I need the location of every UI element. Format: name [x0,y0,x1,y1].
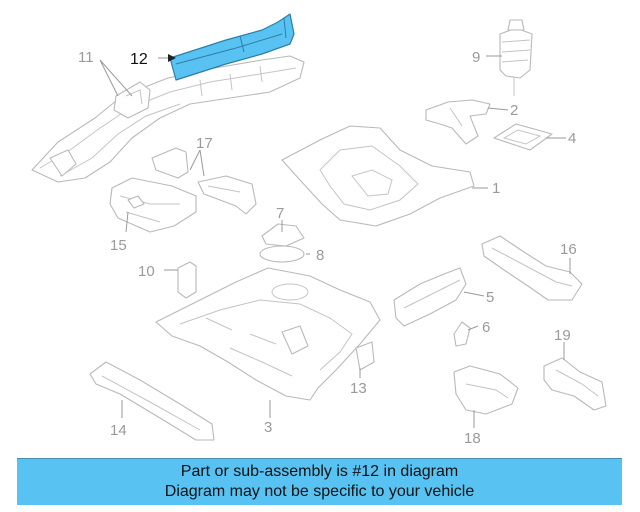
callout-5: 5 [486,289,494,306]
callout-15: 15 [110,237,127,254]
callout-7: 7 [276,205,284,222]
part-1-spare-tire-well [281,125,475,227]
part-16-rear-rail [481,235,583,301]
callout-12: 12 [130,51,148,68]
callout-10: 10 [138,263,155,280]
callout-9: 9 [472,49,480,66]
callout-16: 16 [560,241,577,258]
part-11-front-rail [31,55,305,183]
callout-8: 8 [316,247,324,264]
callout-14: 14 [110,422,127,439]
callout-1: 1 [492,180,500,197]
part-5-rail [393,267,467,327]
callout-6: 6 [482,319,490,336]
part-8-plug [259,245,305,263]
banner-line-2: Diagram may not be specific to your vehi… [164,483,475,500]
part-14-crossmember [89,361,215,441]
callout-18: 18 [464,430,481,447]
callout-4: 4 [568,130,576,147]
part-12-rail-highlighted [169,13,295,81]
part-10-bracket [177,261,197,299]
callout-11: 11 [78,49,94,66]
part-15-seat-bracket [109,177,197,233]
part-13-plate [355,341,375,371]
part-2-bracket [425,99,491,145]
leader-lines [99,54,571,428]
part-18-shield [453,365,519,415]
banner-line-1: Part or sub-assembly is #12 in diagram [180,463,459,480]
part-7-seal [261,223,305,247]
part-4-plate [493,123,553,151]
callout-2: 2 [510,102,518,119]
callouts: 11 12 9 2 4 17 1 7 15 8 16 10 5 6 19 13 … [78,49,577,447]
part-6-clip [453,321,471,347]
callout-17: 17 [196,135,213,152]
part-17-crossmember [151,147,257,215]
callout-13: 13 [350,380,367,397]
callout-3: 3 [264,419,272,436]
callout-19: 19 [554,327,571,344]
info-banner: Part or sub-assembly is #12 in diagram D… [17,458,622,505]
part-3-floor-pan [155,267,381,401]
part-19-bracket [543,357,607,411]
part-9-jack [499,19,533,96]
